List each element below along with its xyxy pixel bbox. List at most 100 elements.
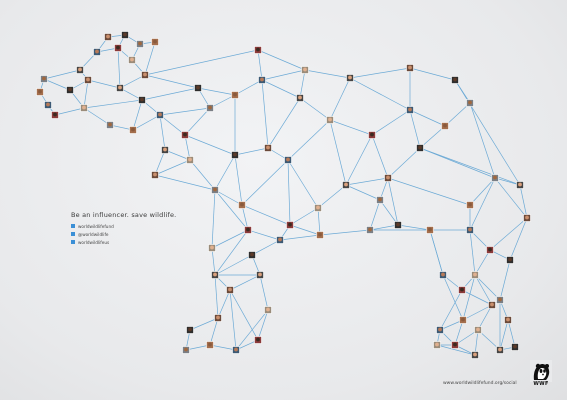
profile-photo-node — [314, 204, 322, 212]
profile-photo-node — [232, 346, 240, 354]
network-connection-line — [317, 184, 347, 209]
profile-photo-node — [496, 296, 504, 304]
profile-photo-node — [231, 91, 239, 99]
network-connection-line — [469, 177, 496, 206]
website-url[interactable]: www.worldwildlifefund.org/social — [443, 381, 517, 386]
profile-photo-node — [342, 181, 350, 189]
network-connection-line — [214, 189, 249, 231]
network-connection-line — [329, 119, 347, 186]
wwf-logo: WWF — [530, 360, 552, 388]
profile-photo-node — [439, 271, 447, 279]
profile-photo-node — [366, 226, 374, 234]
profile-photo-node — [141, 71, 149, 79]
profile-photo-node — [211, 186, 219, 194]
profile-photo-node — [451, 76, 459, 84]
network-connection-line — [209, 317, 219, 346]
network-connection-line — [185, 344, 211, 351]
profile-photo-node — [254, 336, 262, 344]
profile-photo-node — [394, 221, 402, 229]
network-connection-line — [489, 217, 528, 251]
profile-photo-node — [186, 156, 194, 164]
network-connection-line — [132, 99, 143, 131]
network-connection-line — [317, 207, 321, 236]
network-connection-line — [261, 79, 269, 149]
network-connection-line — [214, 254, 253, 276]
profile-photo-node — [474, 326, 482, 334]
network-connection-line — [83, 79, 89, 109]
panda-logo-icon — [530, 360, 552, 382]
profile-photo-node — [76, 66, 84, 74]
network-connection-line — [462, 304, 493, 321]
profile-photo-node — [66, 86, 74, 94]
network-connection-line — [287, 159, 319, 209]
profile-photo-node — [406, 64, 414, 72]
profile-photo-node — [496, 346, 504, 354]
social-handle-facebook[interactable]: worldwildlifefund — [71, 222, 114, 230]
network-connection-line — [234, 154, 243, 206]
network-connection-line — [241, 159, 289, 206]
network-connection-line — [509, 217, 528, 261]
network-connection-line — [241, 204, 249, 231]
profile-photo-node — [368, 131, 376, 139]
profile-photo-node — [511, 343, 519, 351]
profile-photo-node — [256, 271, 264, 279]
network-connection-line — [132, 114, 161, 131]
profile-photo-node — [516, 181, 524, 189]
network-connection-line — [229, 289, 259, 341]
network-connection-line — [83, 107, 111, 126]
network-connection-line — [159, 107, 211, 116]
network-connection-line — [109, 124, 134, 131]
network-connection-line — [214, 274, 219, 319]
profile-photo-node — [506, 256, 514, 264]
profile-photo-node — [186, 326, 194, 334]
network-connection-line — [439, 289, 463, 331]
social-handle-youtube[interactable]: worldwildlifeus — [71, 238, 114, 246]
network-connection-line — [159, 114, 186, 136]
network-connection-line — [247, 229, 281, 241]
network-connection-line — [379, 199, 399, 226]
profile-photo-node — [384, 174, 392, 182]
network-connection-line — [234, 147, 269, 156]
network-connection-line — [54, 107, 85, 116]
profile-photo-node — [466, 201, 474, 209]
profile-photo-node — [40, 75, 48, 83]
network-connection-line — [43, 69, 81, 80]
network-connection-line — [117, 47, 121, 89]
profile-photo-node — [238, 201, 246, 209]
network-connection-line — [209, 94, 236, 109]
network-connection-line — [261, 79, 301, 99]
social-handle-twitter[interactable]: @worldwildlife — [71, 230, 114, 238]
profile-photo-node — [441, 122, 449, 130]
profile-photo-node — [214, 314, 222, 322]
network-connection-line — [304, 69, 351, 79]
network-connection-line — [474, 329, 479, 356]
profile-photo-node — [44, 101, 52, 109]
profile-photo-node — [80, 104, 88, 112]
network-connection-line — [184, 134, 191, 161]
network-connection-line — [387, 177, 471, 206]
network-connection-line — [397, 224, 431, 231]
network-connection-line — [257, 49, 306, 71]
network-connection-line — [141, 87, 199, 101]
profile-photo-node — [84, 76, 92, 84]
network-connection-line — [261, 69, 306, 81]
profile-photo-node — [182, 346, 190, 354]
network-connection-line — [369, 199, 381, 231]
network-connection-line — [329, 77, 351, 121]
network-connection-line — [189, 317, 219, 331]
network-connection-line — [474, 274, 501, 301]
profile-photo-node — [206, 341, 214, 349]
profile-photo-node — [346, 74, 354, 82]
network-connection-line — [299, 69, 306, 99]
network-connection-line — [289, 224, 321, 236]
profile-photo-node — [504, 316, 512, 324]
network-connection-line — [197, 87, 236, 96]
network-connection-line — [217, 289, 231, 319]
tagline: Be an influencer. save wildlife. — [71, 211, 177, 219]
network-connection-line — [144, 74, 199, 89]
network-connection-line — [454, 319, 464, 346]
facebook-icon — [71, 224, 75, 228]
network-connection-line — [436, 344, 476, 356]
profile-photo-node — [248, 251, 256, 259]
